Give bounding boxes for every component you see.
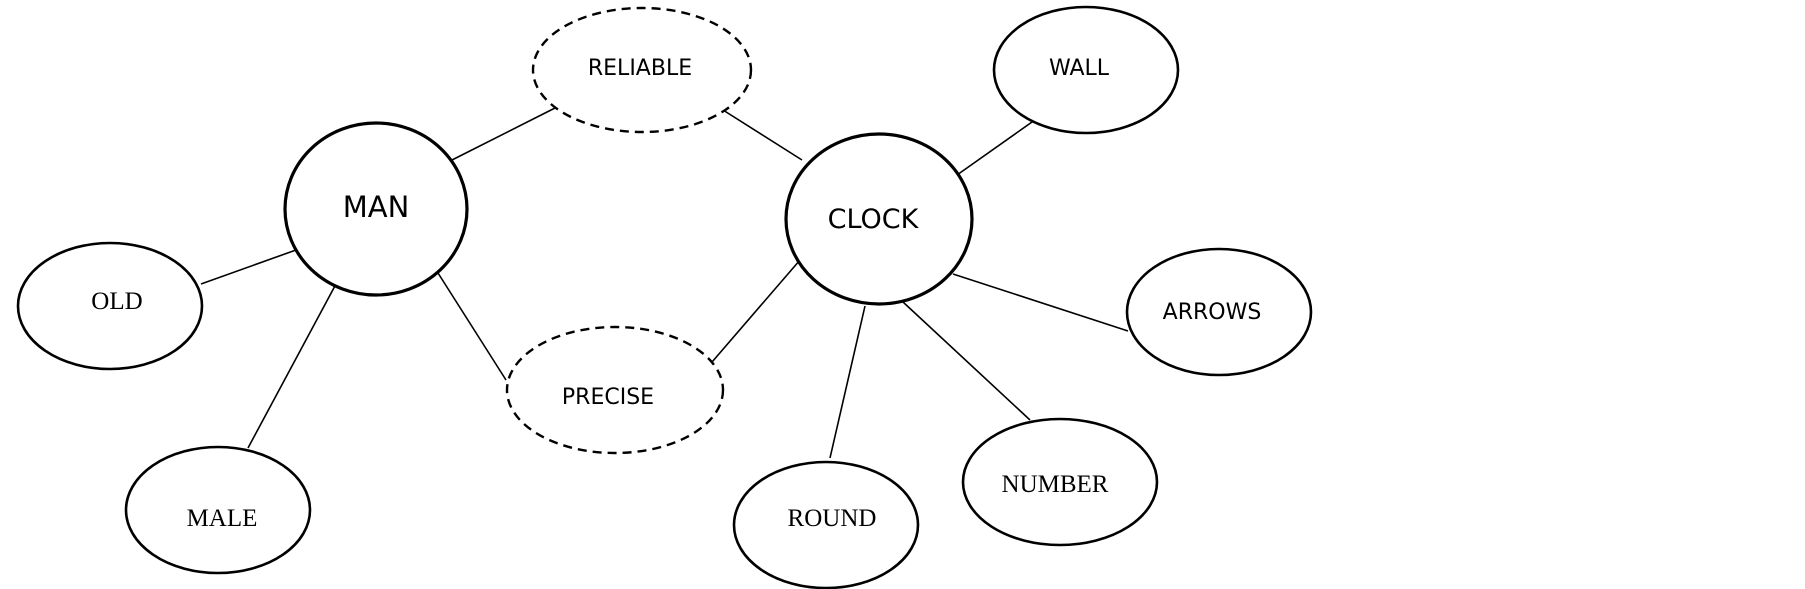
edge-clock-reliable (722, 109, 803, 161)
node-round-shape (732, 460, 920, 589)
node-precise-shape (505, 325, 725, 455)
node-reliable: RELIABLE (531, 6, 753, 134)
node-round-label: ROUND (788, 505, 877, 532)
node-wall-label: WALL (1049, 56, 1110, 81)
node-male-shape (124, 445, 312, 575)
node-precise-label: PRECISE (562, 385, 654, 410)
node-wall: WALL (992, 5, 1180, 135)
edge-clock-round (829, 305, 866, 459)
edge-clock-wall (956, 121, 1033, 176)
node-man-label: MAN (343, 190, 410, 224)
edge-clock-number (902, 301, 1031, 421)
node-number: NUMBER (961, 417, 1159, 547)
node-clock-shape (784, 132, 974, 306)
node-precise: PRECISE (505, 325, 725, 455)
node-male: MALE (124, 445, 312, 575)
edges (200, 107, 1129, 459)
edge-clock-arrows (952, 273, 1129, 332)
node-arrows: ARROWS (1125, 247, 1313, 377)
node-reliable-label: RELIABLE (588, 56, 692, 81)
edge-man-male (247, 283, 337, 449)
node-number-shape (961, 417, 1159, 547)
edge-man-reliable (451, 107, 556, 161)
node-man: MAN (283, 121, 469, 297)
node-clock: CLOCK (784, 132, 974, 306)
node-clock-label: CLOCK (828, 204, 920, 235)
node-old-label: OLD (91, 288, 142, 315)
node-old: OLD (16, 241, 204, 371)
node-reliable-shape (531, 6, 753, 134)
node-round: ROUND (732, 460, 920, 589)
node-man-shape (283, 121, 469, 297)
edge-man-precise (437, 272, 507, 381)
node-arrows-label: ARROWS (1163, 300, 1262, 325)
node-wall-shape (992, 5, 1180, 135)
node-old-shape (16, 241, 204, 371)
edge-clock-precise (705, 259, 801, 370)
node-arrows-shape (1125, 247, 1313, 377)
node-male-label: MALE (187, 505, 258, 532)
node-number-label: NUMBER (1002, 471, 1109, 498)
edge-man-old (200, 249, 297, 285)
